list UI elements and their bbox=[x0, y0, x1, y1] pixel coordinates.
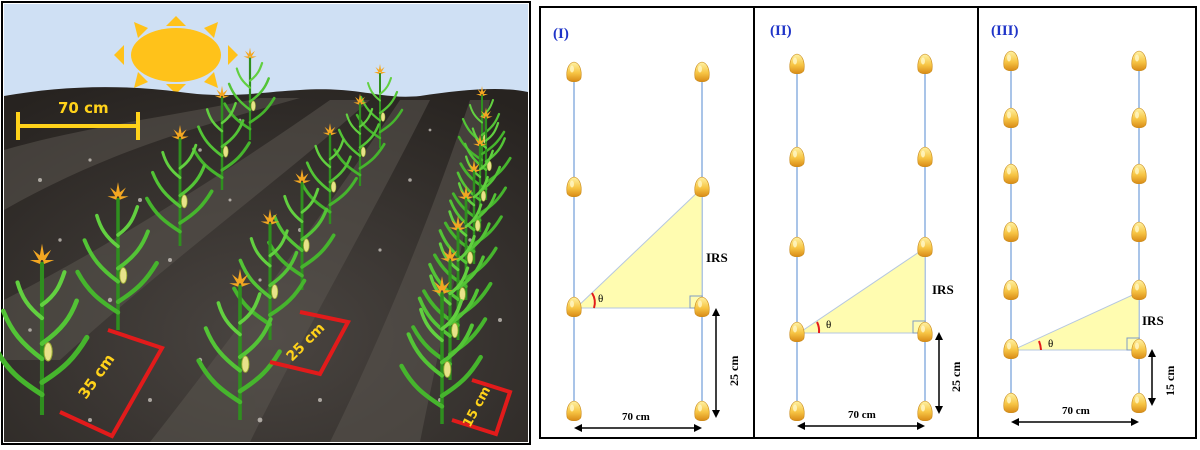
panel-iii-row-spacing: 70 cm bbox=[1062, 405, 1090, 417]
row-spacing-measure: 70 cm bbox=[16, 99, 140, 140]
sun-icon bbox=[114, 16, 238, 94]
panel-i-label: (I) bbox=[553, 26, 569, 42]
panel-iii-label: (III) bbox=[991, 23, 1019, 39]
panel-ii-theta: θ bbox=[826, 319, 831, 331]
panels-frame bbox=[539, 6, 1197, 439]
panel-iii: (III) θ IRS 15 cm 70 cm bbox=[991, 23, 1177, 426]
panel-ii: (II) θ IRS 25 cm 70 cm bbox=[770, 23, 963, 430]
panel-ii-label: (II) bbox=[770, 23, 792, 39]
panel-ii-irs: IRS bbox=[932, 282, 954, 297]
panel-i-row-spacing: 70 cm bbox=[622, 411, 650, 423]
panel-iii-plant-spacing: 15 cm bbox=[1163, 366, 1177, 396]
row-spacing-label: 70 cm bbox=[58, 99, 109, 117]
panel-i-irs: IRS bbox=[706, 250, 728, 265]
field-illustration: 70 cm bbox=[0, 1, 531, 445]
panel-iii-irs: IRS bbox=[1142, 313, 1164, 328]
panel-i-plant-spacing: 25 cm bbox=[727, 356, 741, 386]
panel-ii-plant-spacing: 25 cm bbox=[949, 362, 963, 392]
panel-i: (I) θ IRS 25 cm 70 cm bbox=[553, 26, 741, 432]
panel-ii-row-spacing: 70 cm bbox=[848, 409, 876, 421]
panel-iii-theta: θ bbox=[1048, 338, 1053, 350]
panel-i-theta: θ bbox=[598, 293, 603, 305]
